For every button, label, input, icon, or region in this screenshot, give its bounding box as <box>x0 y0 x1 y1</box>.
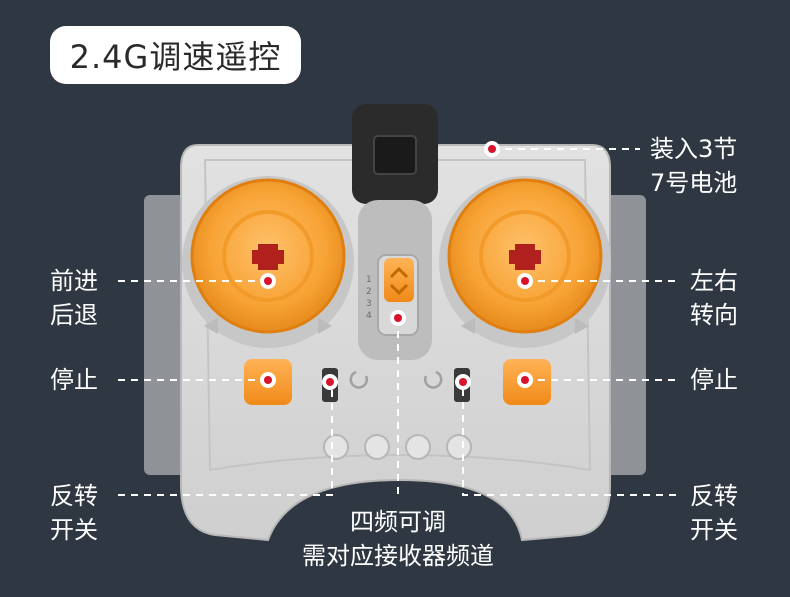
right-dial-right-arrow-icon <box>575 318 589 334</box>
leader-lines <box>118 148 676 500</box>
title-badge: 2.4G调速遥控 <box>50 26 301 84</box>
right-dial-left-arrow-icon <box>461 318 475 334</box>
channel-selector[interactable] <box>384 258 414 302</box>
label-reverse-left: 反转 开关 <box>50 482 98 544</box>
label-channel: 四频可调 需对应接收器频道 <box>302 508 494 570</box>
channel-numbers: 1 2 3 4 <box>366 275 372 321</box>
left-dial-right-arrow-icon <box>318 318 332 334</box>
left-dial-axle-icon <box>252 244 284 270</box>
selector-up-arrow-icon <box>389 266 409 279</box>
label-stop-left: 停止 <box>50 366 98 394</box>
left-dial-left-arrow-icon <box>204 318 218 334</box>
left-rotate-icon <box>349 370 369 389</box>
right-rotate-icon <box>423 370 443 389</box>
label-left-right: 左右 转向 <box>690 267 738 329</box>
bottom-stud <box>446 434 472 460</box>
right-dial-axle-icon <box>509 244 541 270</box>
right-dial-ring <box>479 210 571 302</box>
channel-number: 3 <box>366 299 372 309</box>
bottom-stud <box>405 434 431 460</box>
label-forward-back: 前进 后退 <box>50 267 98 329</box>
bottom-stud <box>323 434 349 460</box>
label-battery: 装入3节 7号电池 <box>650 135 738 197</box>
label-reverse-right: 反转 开关 <box>690 482 738 544</box>
page-title: 2.4G调速遥控 <box>69 38 282 76</box>
label-stop-right: 停止 <box>690 366 738 394</box>
channel-number: 2 <box>366 287 372 297</box>
battery-cover-window <box>373 135 417 175</box>
body-inner-edge <box>203 159 592 472</box>
channel-number: 4 <box>366 311 372 321</box>
channel-number: 1 <box>366 275 372 285</box>
left-dial-ring <box>222 210 314 302</box>
selector-down-arrow-icon <box>389 283 409 296</box>
bottom-stud <box>364 434 390 460</box>
hotspot-markers <box>260 141 533 390</box>
